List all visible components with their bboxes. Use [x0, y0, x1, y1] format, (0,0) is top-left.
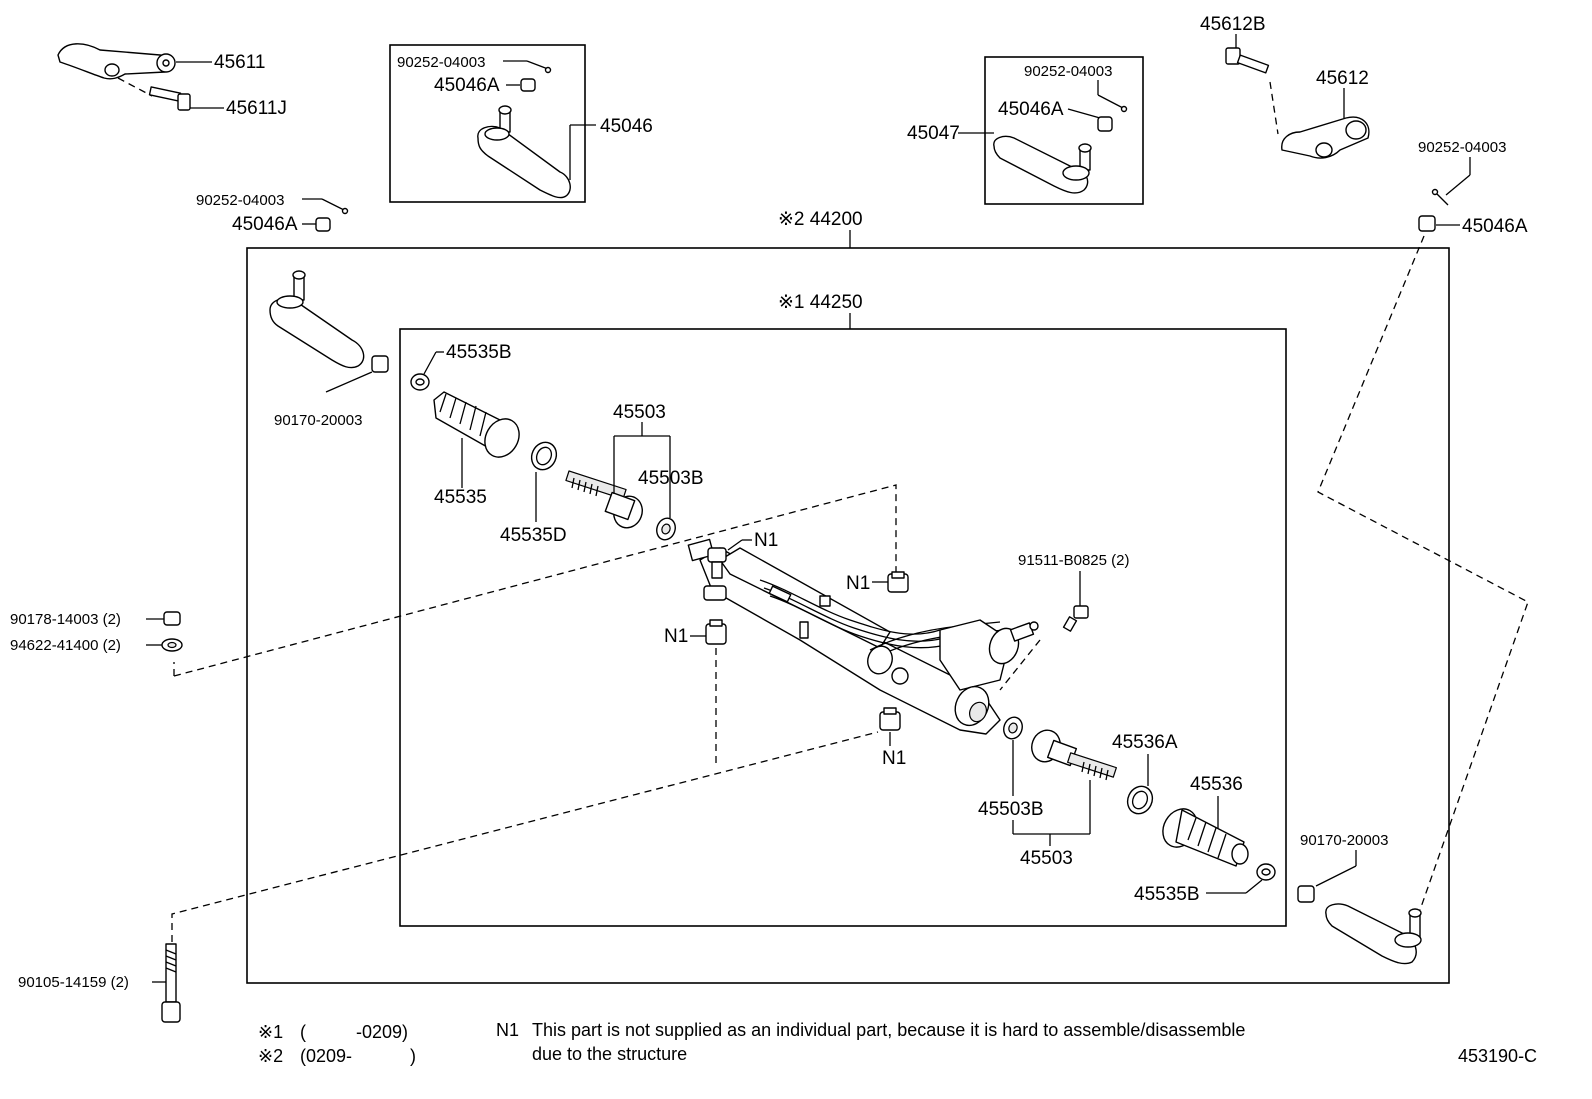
cotter-pin-left-icon	[321, 198, 349, 215]
n1-note-code: N1	[496, 1020, 519, 1040]
part-label-45503b-right: 45503B	[978, 799, 1044, 820]
part-label-94622-41400: 94622-41400 (2)	[10, 637, 121, 654]
part-label-45047: 45047	[907, 123, 960, 144]
grommet-n1-bottom-icon	[879, 707, 901, 731]
footnote-1-open: (	[300, 1022, 306, 1042]
washer-94622-41400-icon	[161, 638, 183, 652]
part-label-90170-20003-right: 90170-20003	[1300, 832, 1388, 849]
claw-washer-45503b-icon	[656, 517, 676, 541]
cotter-pin-icon	[526, 60, 552, 74]
part-label-45611j: 45611J	[226, 98, 287, 119]
part-label-90105-14159: 90105-14159 (2)	[18, 974, 129, 991]
castle-nut-rh-icon	[1097, 116, 1113, 132]
assembly-label-44250: ※1 44250	[778, 292, 863, 313]
part-label-45046a: 45046A	[434, 75, 500, 96]
part-label-n1-right: N1	[846, 573, 870, 594]
knuckle-arm-45611-icon	[57, 43, 176, 80]
boot-clamp-45535d-icon	[530, 441, 558, 471]
rack-boot-45535-icon	[433, 391, 520, 458]
gear-assy-44250-box	[399, 328, 1287, 927]
tie-rod-end-lh-box	[389, 44, 586, 203]
part-label-45612b: 45612B	[1200, 14, 1266, 35]
cotter-pin-right-icon	[1431, 188, 1449, 206]
claw-washer-45503b-right-icon	[1003, 716, 1023, 740]
footnote-1-mark: ※1	[258, 1022, 283, 1042]
grommet-n1-right-icon	[887, 571, 909, 593]
part-label-90252-04003: 90252-04003	[397, 54, 485, 71]
part-label-45612: 45612	[1316, 68, 1369, 89]
part-label-45536a: 45536A	[1112, 732, 1178, 753]
part-label-90252-04003-rh: 90252-04003	[1024, 63, 1112, 80]
footnote-2-mark: ※2	[258, 1046, 283, 1066]
tie-rod-end-45046-icon	[477, 105, 571, 199]
castle-nut-right-icon	[1418, 215, 1436, 232]
knuckle-arm-45612-icon	[1281, 116, 1370, 159]
tie-rod-end-rh-assembled-icon	[1325, 903, 1422, 965]
footnote-2-range: (0209-	[300, 1046, 352, 1066]
tie-rod-end-lh-assembled-icon	[269, 270, 365, 369]
nut-90178-14003-icon	[163, 611, 181, 626]
part-label-n1-left: N1	[664, 626, 688, 647]
boot-clamp-45535b-right-icon	[1256, 863, 1276, 881]
part-label-n1-bottom: N1	[882, 748, 906, 769]
bolt-45612b-icon	[1225, 47, 1270, 74]
castle-nut-left-icon	[315, 217, 331, 232]
part-label-45503-right: 45503	[1020, 848, 1073, 869]
castle-nut-icon	[520, 78, 536, 92]
grommet-n1-left-icon	[705, 619, 727, 645]
part-label-90170-20003: 90170-20003	[274, 412, 362, 429]
part-label-45046: 45046	[600, 116, 653, 137]
nut-90170-20003-icon	[371, 355, 389, 373]
n1-note-line2: due to the structure	[532, 1044, 687, 1064]
grommet-n1-top-icon	[703, 547, 727, 601]
part-label-45046a-rh: 45046A	[998, 99, 1064, 120]
gear-assy-44200-box	[246, 247, 1450, 984]
rack-boot-45536-icon	[1162, 808, 1249, 867]
steering-rack-housing-icon	[687, 538, 1039, 735]
boot-clamp-45535b-icon	[410, 373, 430, 391]
part-label-45535: 45535	[434, 487, 487, 508]
part-label-45535b: 45535B	[446, 342, 512, 363]
part-label-90178-14003: 90178-14003 (2)	[10, 611, 121, 628]
part-label-90252-04003-left: 90252-04003	[196, 192, 284, 209]
tie-rod-end-45047-icon	[993, 135, 1092, 194]
footnote-2-close: )	[410, 1046, 416, 1066]
assembly-label-44200: ※2 44200	[778, 209, 863, 230]
part-label-45503b-left: 45503B	[638, 468, 704, 489]
n1-note-line1: This part is not supplied as an individu…	[532, 1020, 1245, 1040]
footnote-1-range: -0209)	[356, 1022, 408, 1042]
part-label-45536: 45536	[1190, 774, 1243, 795]
cotter-pin-rh-icon	[1097, 94, 1128, 113]
part-label-91511-b0825: 91511-B0825 (2)	[1018, 552, 1129, 569]
part-label-45611: 45611	[214, 52, 265, 73]
part-label-n1-top: N1	[754, 530, 778, 551]
part-label-90252-04003-right: 90252-04003	[1418, 139, 1506, 156]
tie-rod-end-rh-box	[984, 56, 1144, 205]
boot-clamp-45536a-icon	[1126, 785, 1154, 815]
part-label-45535d: 45535D	[500, 525, 567, 546]
bolt-90105-14159-icon	[161, 943, 181, 1023]
bolt-91511-b0825-icon	[1062, 605, 1089, 632]
diagram-code: 453190-C	[1458, 1046, 1537, 1066]
tie-rod-45503-right-icon	[1031, 729, 1117, 781]
tie-rod-45503-icon	[565, 470, 643, 529]
bolt-45611j-icon	[148, 86, 191, 111]
nut-90170-20003-right-icon	[1297, 885, 1315, 903]
part-label-45046a-left: 45046A	[232, 214, 298, 235]
part-label-45503-left: 45503	[613, 402, 666, 423]
part-label-45535b-right: 45535B	[1134, 884, 1200, 905]
part-label-45046a-right: 45046A	[1462, 216, 1528, 237]
